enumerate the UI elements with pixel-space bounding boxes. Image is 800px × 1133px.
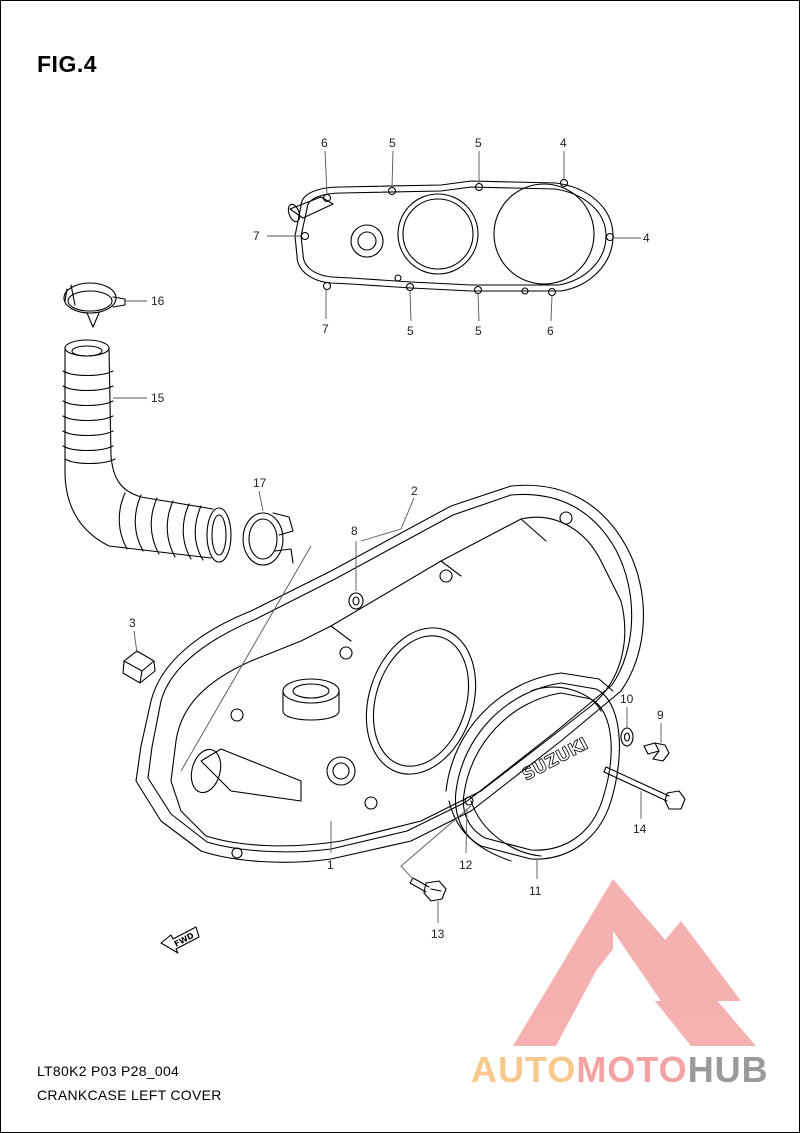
callout-7-left: 7	[253, 229, 260, 243]
watermark-logo-icon	[513, 879, 756, 1046]
callout-1: 1	[327, 858, 334, 872]
callout-10: 10	[620, 692, 634, 706]
callout-13: 13	[431, 927, 445, 941]
callout-4-top: 4	[560, 136, 567, 150]
callout-7-bottom: 7	[322, 322, 329, 336]
watermark-part-auto: AUTO	[471, 1049, 577, 1090]
forward-arrow-icon: FWD	[160, 926, 200, 954]
hose-clamp-16	[63, 282, 126, 328]
callout-5-top-right: 5	[475, 136, 482, 150]
callout-5-top-left: 5	[389, 136, 396, 150]
callout-5-bottom-left: 5	[407, 324, 414, 338]
cover-brand-label: SUZUKI	[519, 734, 592, 785]
figure-title: FIG.4	[37, 51, 98, 77]
washer-8	[348, 592, 364, 610]
crankcase-left-cover	[135, 484, 645, 863]
bolt-14	[603, 766, 686, 810]
callout-5-bottom-right: 5	[475, 324, 482, 338]
figure-code: LT80K2 P03 P28_004	[37, 1063, 180, 1079]
callout-17: 17	[253, 476, 267, 490]
watermark-part-moto: MOTO	[576, 1049, 688, 1090]
callout-9: 9	[657, 708, 664, 722]
bolt-13	[409, 877, 447, 902]
breather-hose	[62, 339, 232, 563]
callout-11: 11	[529, 884, 542, 898]
callout-15: 15	[151, 391, 165, 405]
gasket-outline	[287, 178, 615, 297]
clutch-cover-11: SUZUKI	[454, 682, 620, 860]
callout-8: 8	[351, 524, 358, 538]
watermark-part-hub: HUB	[687, 1049, 769, 1090]
leader-lines	[113, 150, 662, 923]
watermark-text: AUTOMOTOHUB	[471, 1049, 769, 1091]
dowel-pin-3	[122, 650, 156, 684]
hose-clamp-17	[242, 512, 294, 566]
callout-6-bottom: 6	[547, 324, 554, 338]
callout-4-right: 4	[643, 231, 650, 245]
callout-12: 12	[459, 858, 473, 872]
figure-name: CRANKCASE LEFT COVER	[37, 1087, 222, 1103]
callout-numbers: 6 5 5 4 4 7 7 5 5 6 16 15 17 2 8 3 1 12 …	[129, 136, 664, 941]
callout-3: 3	[129, 616, 136, 630]
callout-16: 16	[151, 294, 165, 308]
bolt-9	[643, 742, 670, 762]
callout-6-top: 6	[321, 136, 328, 150]
callout-2: 2	[411, 484, 418, 498]
callout-14: 14	[633, 822, 647, 836]
washer-10	[620, 727, 634, 747]
cover-gasket-12	[445, 672, 614, 862]
